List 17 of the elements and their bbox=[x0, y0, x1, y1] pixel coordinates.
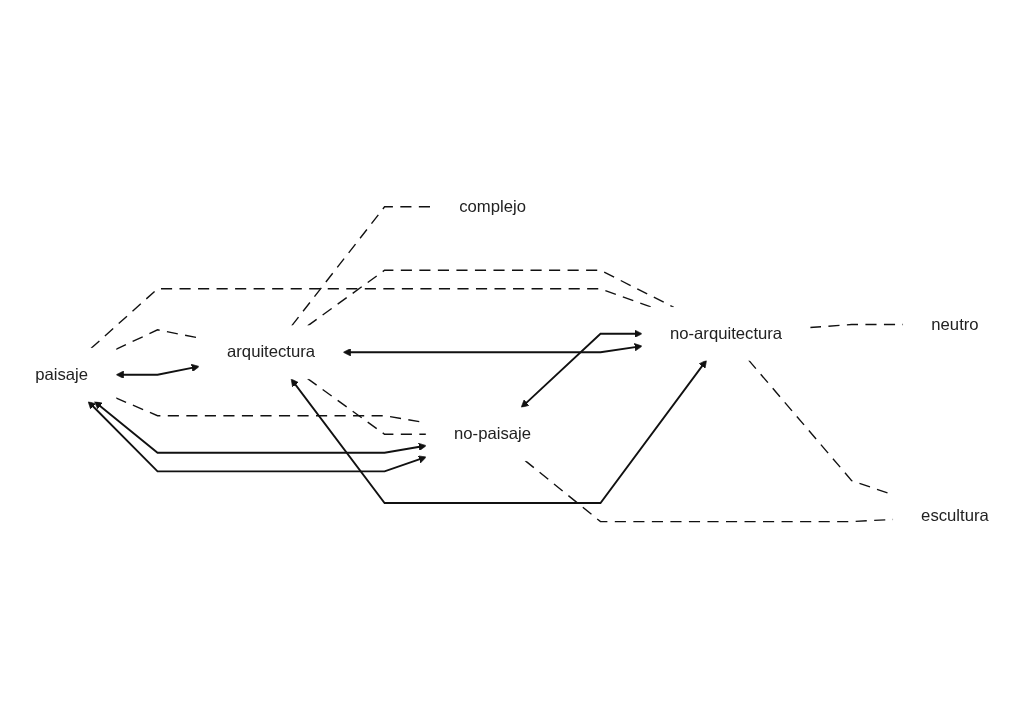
arrow bbox=[94, 401, 427, 455]
node-text: neutro bbox=[931, 315, 979, 334]
connector bbox=[290, 206, 433, 328]
arrow bbox=[290, 360, 707, 505]
connector bbox=[306, 270, 675, 328]
node-text: no-arquitectura bbox=[669, 324, 783, 344]
arrow bbox=[520, 330, 643, 409]
arrow bbox=[115, 364, 200, 380]
connector bbox=[306, 378, 427, 436]
arrow bbox=[87, 401, 427, 473]
node-text: arquitectura bbox=[227, 343, 316, 362]
connector bbox=[90, 288, 653, 350]
node-text: no-paisaje bbox=[454, 425, 532, 444]
node-text: complejo bbox=[459, 197, 526, 217]
node-text: escultura bbox=[921, 506, 989, 526]
arrow bbox=[342, 343, 643, 357]
node-text: paisaje bbox=[35, 365, 89, 384]
